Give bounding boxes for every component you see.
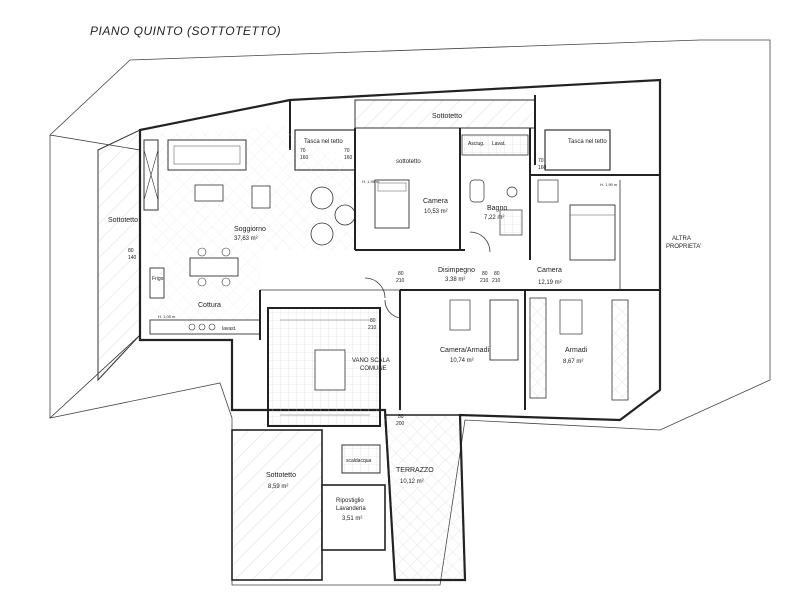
dim-2: 140 xyxy=(128,255,137,261)
label-frigo: Frigo xyxy=(152,276,164,282)
tasca-right xyxy=(544,129,611,171)
room-sottotetto-lower: Sottotetto xyxy=(266,472,296,479)
dim-13: 70 xyxy=(538,158,544,164)
armchair xyxy=(251,185,271,209)
room-terrazzo: TERRAZZO xyxy=(396,467,434,474)
room-bagno: Bagno xyxy=(487,205,507,212)
dim-16: 210 xyxy=(368,325,377,331)
room-soggiorno: Soggiorno xyxy=(234,226,266,233)
bed-camera-2 xyxy=(569,204,616,261)
dim-12: 210 xyxy=(492,278,501,284)
dim-19: H. 1,95 m xyxy=(362,179,380,184)
dim-5: 70 xyxy=(344,148,350,154)
room-vano-scala-2: COMUNE xyxy=(360,366,387,372)
room-vano-scala-1: VANO SCALA xyxy=(352,358,390,364)
label-lavastov: lavast. xyxy=(222,326,236,332)
round-table xyxy=(334,204,356,226)
dim-14: 160 xyxy=(538,165,547,171)
label-sottotetto-small: sottotetto xyxy=(396,159,421,165)
dim-17: 80 xyxy=(398,414,404,420)
room-ripostiglio-2: Lavanderia xyxy=(336,506,366,512)
dim-11: 80 xyxy=(494,271,500,277)
area-camera-1: 10,53 m² xyxy=(424,209,448,215)
dim-10: 210 xyxy=(480,278,489,284)
area-terrazzo: 10,12 m² xyxy=(400,479,424,485)
area-armadi: 8,67 m² xyxy=(563,359,583,365)
dim-7: 80 xyxy=(398,271,404,277)
label-lavat: Lavat. xyxy=(492,141,506,147)
bed-camera-armadi xyxy=(489,299,519,361)
label-scaldacqua: scaldacqua xyxy=(346,458,372,464)
dim-18: 200 xyxy=(396,421,405,427)
wardrobes xyxy=(529,297,547,399)
coffee-table xyxy=(194,184,224,202)
sottotetto-lower-area xyxy=(231,429,323,581)
area-soggiorno: 37,63 m² xyxy=(234,236,258,242)
area-camera-2: 12,19 m² xyxy=(538,280,562,286)
dim-9: 80 xyxy=(482,271,488,277)
ripostiglio-area xyxy=(321,484,386,551)
dim-15: 80 xyxy=(370,318,376,324)
room-camera-1: Camera xyxy=(423,198,448,205)
dim-21: H. 1,05 m xyxy=(158,314,176,319)
room-disimpegno: Disimpegno xyxy=(438,267,475,274)
area-camera-armadi: 10,74 m² xyxy=(450,358,474,364)
label-altra-2: PROPRIETA' xyxy=(666,244,701,250)
roof-outline xyxy=(49,39,771,586)
bath-fixtures xyxy=(461,134,529,156)
plan-title: PIANO QUINTO (SOTTOTETTO) xyxy=(90,24,282,38)
toilet xyxy=(506,186,518,198)
label-tasca-2: Tasca nel tetto xyxy=(568,139,607,145)
dim-6: 160 xyxy=(344,155,353,161)
area-bagno: 7,22 m² xyxy=(484,215,504,221)
label-tasca-1: Tasca nel tetto xyxy=(304,139,343,145)
area-ripostiglio: 3,51 m² xyxy=(342,516,362,522)
terrazzo-area xyxy=(384,414,466,581)
room-armadi: Armadi xyxy=(565,347,588,354)
scaldacqua-box xyxy=(341,444,381,474)
area-disimpegno: 3,38 m² xyxy=(445,277,465,283)
room-cottura: Cottura xyxy=(198,302,221,309)
label-sottotetto-top: Sottotetto xyxy=(432,113,462,120)
dining-table xyxy=(189,257,239,277)
sottotetto-top-area xyxy=(354,99,536,129)
lounge-chair-1 xyxy=(310,186,334,210)
dim-20: H. 1,90 m xyxy=(600,182,618,187)
fridge xyxy=(149,267,165,299)
dim-3: 70 xyxy=(300,148,306,154)
lounge-chair-2 xyxy=(310,222,334,246)
area-sottotetto-lower: 8,59 m² xyxy=(268,484,288,490)
room-ripostiglio-1: Ripostiglio xyxy=(336,498,364,504)
dim-1: 80 xyxy=(128,248,134,254)
dim-4: 160 xyxy=(300,155,309,161)
label-sottotetto-left: Sottotetto xyxy=(108,217,138,224)
label-asciug: Asciug. xyxy=(468,141,484,147)
sofa xyxy=(167,139,247,171)
dim-8: 210 xyxy=(396,278,405,284)
room-camera-2: Camera xyxy=(537,267,562,274)
room-camera-armadi: Camera/Armadi xyxy=(440,347,489,354)
label-altra-1: ALTRA xyxy=(672,236,691,242)
bed-camera-1 xyxy=(374,179,410,229)
